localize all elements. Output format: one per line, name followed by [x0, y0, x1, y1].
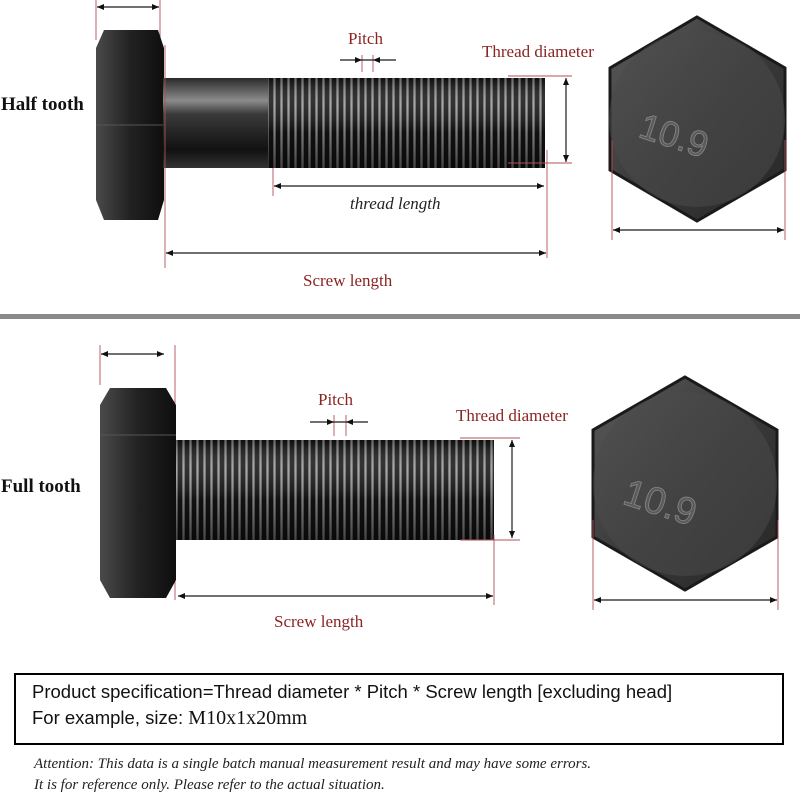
thread-shading	[176, 440, 494, 540]
pitch-label: Pitch	[318, 390, 353, 409]
hex-head-face	[593, 392, 777, 576]
screw-length-label: Screw length	[274, 612, 364, 631]
smooth-shank	[163, 78, 268, 168]
full-tooth-section: Pitch Thread diameter Screw length Full …	[1, 345, 779, 631]
specification-box: Product specification=Thread diameter * …	[14, 673, 784, 745]
spec-example-prefix: For example, size:	[32, 707, 189, 728]
pitch-arrows	[327, 419, 353, 425]
section-separator	[0, 314, 800, 319]
thread-diameter-label: Thread diameter	[456, 406, 568, 425]
half-tooth-label: Half tooth	[1, 94, 84, 115]
full-tooth-label: Full tooth	[1, 476, 81, 497]
attention-line-1: Attention: This data is a single batch m…	[34, 756, 592, 772]
pitch-arrows	[355, 57, 380, 63]
screw-length-label: Screw length	[303, 271, 393, 290]
thread-length-label: thread length	[350, 194, 441, 213]
attention-line-2: It is for reference only. Please refer t…	[34, 777, 385, 793]
hex-head-face	[609, 31, 785, 207]
spec-example-size: M10x1x20mm	[188, 707, 308, 729]
half-tooth-section: Pitch Thread diameter thread length Scre…	[1, 0, 787, 290]
head-width-arrows	[101, 351, 164, 357]
spec-example-line: For example, size: M10x1x20mm	[32, 707, 766, 730]
thread-diameter-label: Thread diameter	[482, 42, 594, 61]
spec-formula: Product specification=Thread diameter * …	[32, 681, 673, 702]
bolt-head	[100, 388, 176, 598]
thread-shading	[268, 78, 545, 168]
pitch-label: Pitch	[348, 29, 383, 48]
attention-note: Attention: This data is a single batch m…	[34, 754, 784, 796]
head-width-arrows	[97, 4, 159, 10]
